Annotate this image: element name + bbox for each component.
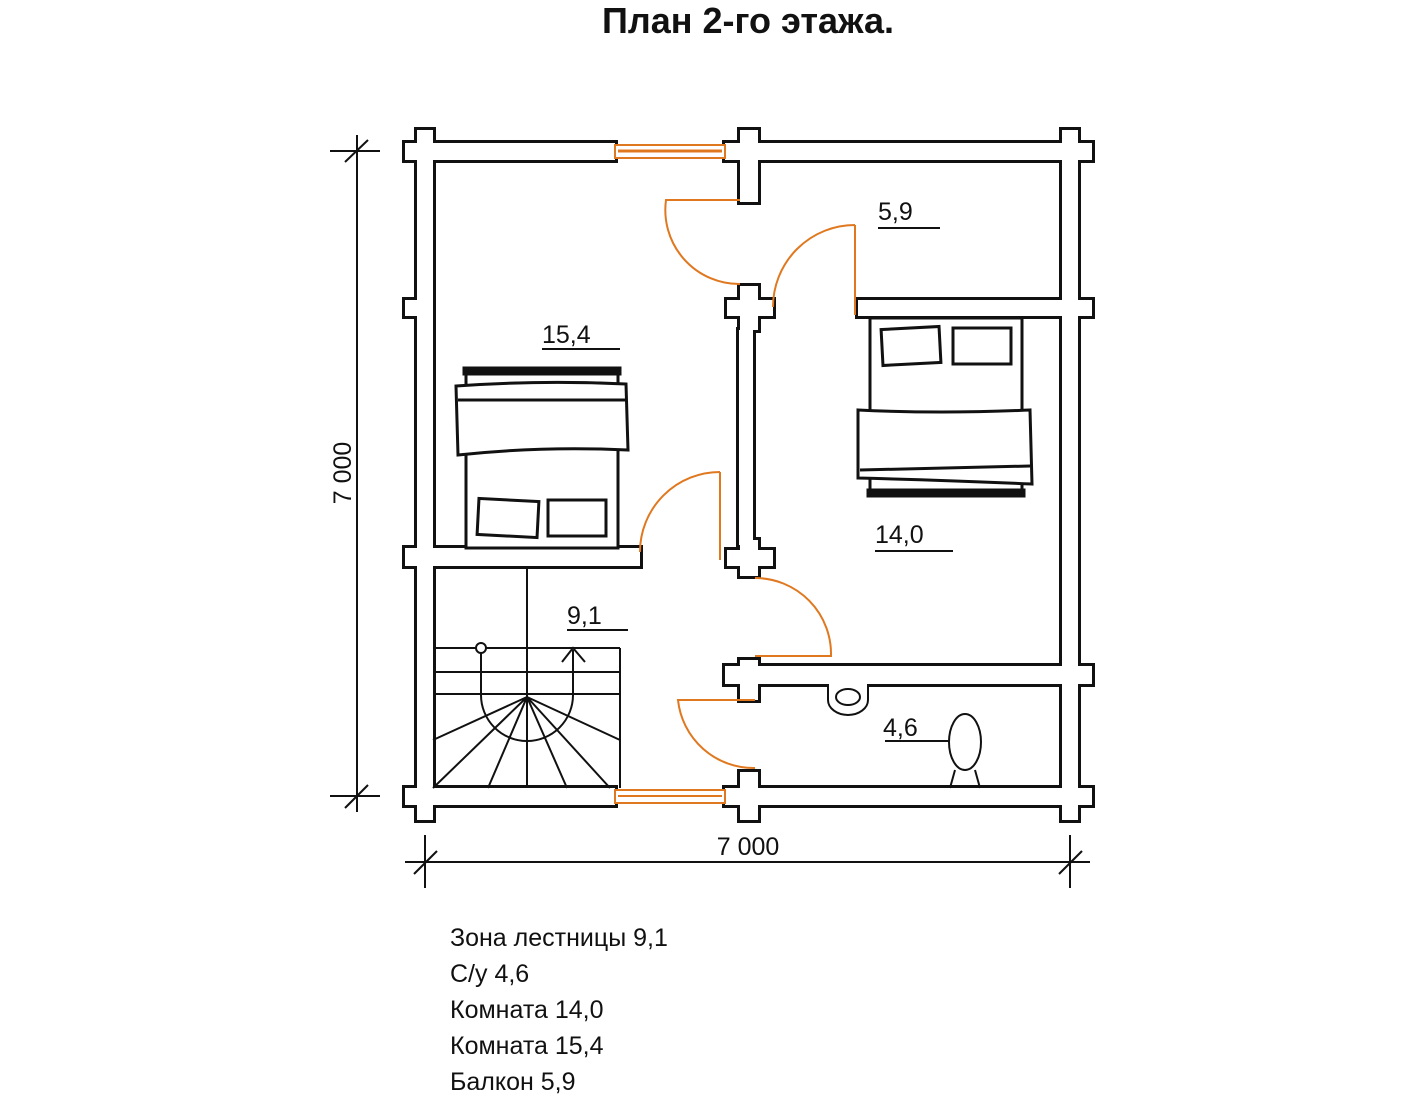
dimension-width: 7 000 (717, 833, 780, 861)
window-top (614, 144, 726, 159)
wall-segment (858, 300, 1078, 316)
wall-segment (740, 660, 758, 700)
wall-segment (405, 143, 615, 160)
plan-title: План 2-го этажа. (601, 0, 895, 41)
wall-segment (417, 130, 433, 820)
legend-item: С/у 4,6 (450, 960, 530, 988)
wall-segment (739, 330, 753, 545)
wall-segment (405, 300, 433, 316)
wall-segment (725, 788, 1092, 805)
doors (639, 199, 856, 770)
legend-item: Зона лестницы 9,1 (450, 924, 668, 952)
area-room-left: 15,4 (542, 321, 591, 349)
dimension-height: 7 000 (329, 442, 357, 505)
bed-right (856, 316, 1034, 498)
area-bathroom: 4,6 (883, 714, 918, 742)
wall-segment (1062, 666, 1092, 684)
wall-segment (1062, 130, 1078, 820)
wall-segment (725, 143, 1092, 160)
wall-segment (727, 550, 773, 566)
staircase (432, 566, 621, 789)
sink (827, 684, 869, 716)
wall-segment (740, 130, 758, 202)
legend-item: Балкон 5,9 (450, 1068, 576, 1096)
bed-left (454, 366, 630, 550)
area-stairs: 9,1 (567, 602, 602, 630)
wall-segment (727, 300, 773, 316)
window-bottom (614, 789, 726, 804)
wall-segment (405, 548, 640, 566)
area-room-right: 14,0 (875, 521, 924, 549)
wall-segment (740, 772, 758, 820)
wall-segment (725, 143, 758, 160)
legend-item: Комната 14,0 (450, 996, 604, 1024)
wall-segment (725, 666, 1092, 684)
toilet (948, 713, 982, 789)
legend-item: Комната 15,4 (450, 1032, 604, 1060)
area-balcony: 5,9 (878, 198, 913, 226)
dimension-lines (330, 135, 1090, 888)
wall-segment (405, 788, 615, 805)
room-legend: Зона лестницы 9,1 С/у 4,6 Комната 14,0 К… (450, 920, 668, 1100)
room-labels (542, 227, 953, 742)
